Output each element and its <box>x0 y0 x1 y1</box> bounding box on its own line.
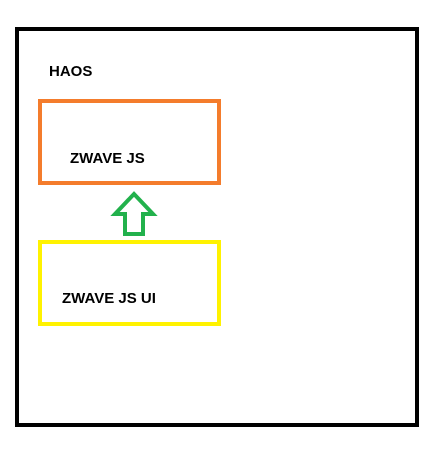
zwave-js-ui-label: ZWAVE JS UI <box>62 290 156 307</box>
zwave-js-label: ZWAVE JS <box>70 150 145 167</box>
haos-container-box <box>15 27 419 427</box>
zwave-js-ui-box <box>38 240 221 326</box>
zwave-js-box <box>38 99 221 185</box>
up-arrow-icon <box>110 191 158 236</box>
haos-label: HAOS <box>49 63 93 80</box>
